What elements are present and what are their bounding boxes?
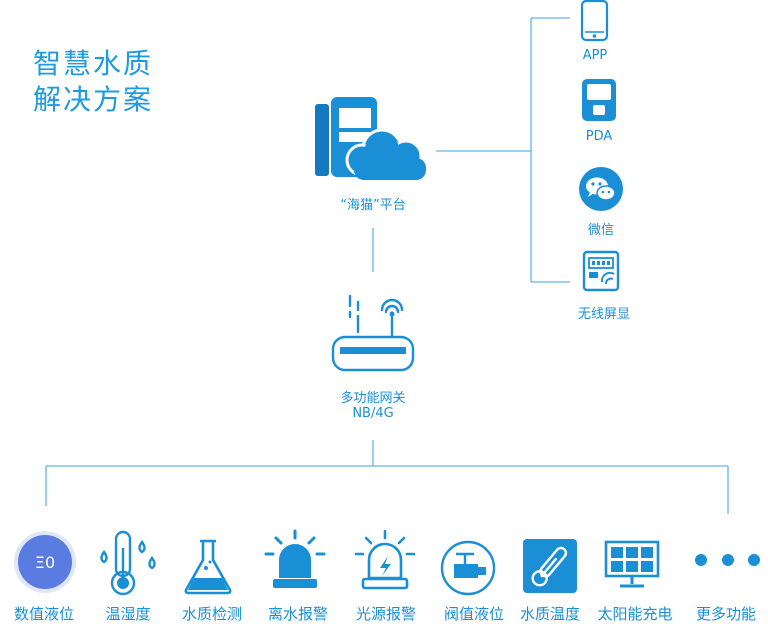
function-label-thermo-humidity: 温湿度 bbox=[105, 605, 151, 623]
water-temp-icon bbox=[523, 539, 577, 593]
client-label-wechat: 微信 bbox=[587, 223, 614, 238]
level-value-icon: Ξ0 bbox=[14, 531, 76, 593]
wechat-icon bbox=[579, 167, 623, 211]
function-label-light-alarm: 光源报警 bbox=[355, 605, 416, 623]
solar-panel-icon bbox=[604, 540, 660, 588]
function-label-water-quality-test: 水质检测 bbox=[181, 605, 242, 623]
level-value-icon-text: Ξ0 bbox=[35, 553, 55, 572]
function-label-level-value: 数值液位 bbox=[13, 605, 74, 623]
function-label-water-temp: 水质温度 bbox=[519, 605, 580, 623]
function-label-solar-charge: 太阳能充电 bbox=[597, 605, 673, 623]
cloud-server-icon bbox=[315, 97, 426, 180]
function-label-more: 更多功能 bbox=[695, 605, 756, 623]
thermo-humidity-icon bbox=[100, 530, 156, 596]
function-label-valve-level: 阀值液位 bbox=[443, 605, 504, 623]
title-line-2: 解决方案 bbox=[33, 83, 154, 116]
more-dots-icon bbox=[695, 554, 760, 566]
pda-icon bbox=[582, 79, 616, 121]
page-title: 智慧水质 解决方案 bbox=[33, 46, 153, 118]
function-label-water-leave-alarm: 离水报警 bbox=[267, 605, 328, 623]
client-label-pda: PDA bbox=[585, 129, 613, 144]
gateway-sub-label: NB/4G bbox=[352, 406, 394, 421]
gateway-router-icon bbox=[331, 294, 415, 372]
light-alarm-icon bbox=[354, 529, 416, 590]
client-label-app: APP bbox=[582, 48, 608, 63]
valve-icon bbox=[440, 540, 496, 596]
wireless-display-icon bbox=[582, 250, 620, 292]
client-label-wireless-display: 无线屏显 bbox=[577, 307, 630, 322]
alarm-light-icon bbox=[264, 529, 326, 588]
title-line-1: 智慧水质 bbox=[33, 47, 154, 80]
gateway-label: 多功能网关 bbox=[340, 391, 406, 406]
flask-icon bbox=[184, 539, 232, 595]
phone-icon bbox=[580, 0, 609, 42]
platform-label: “海猫”平台 bbox=[340, 198, 406, 213]
